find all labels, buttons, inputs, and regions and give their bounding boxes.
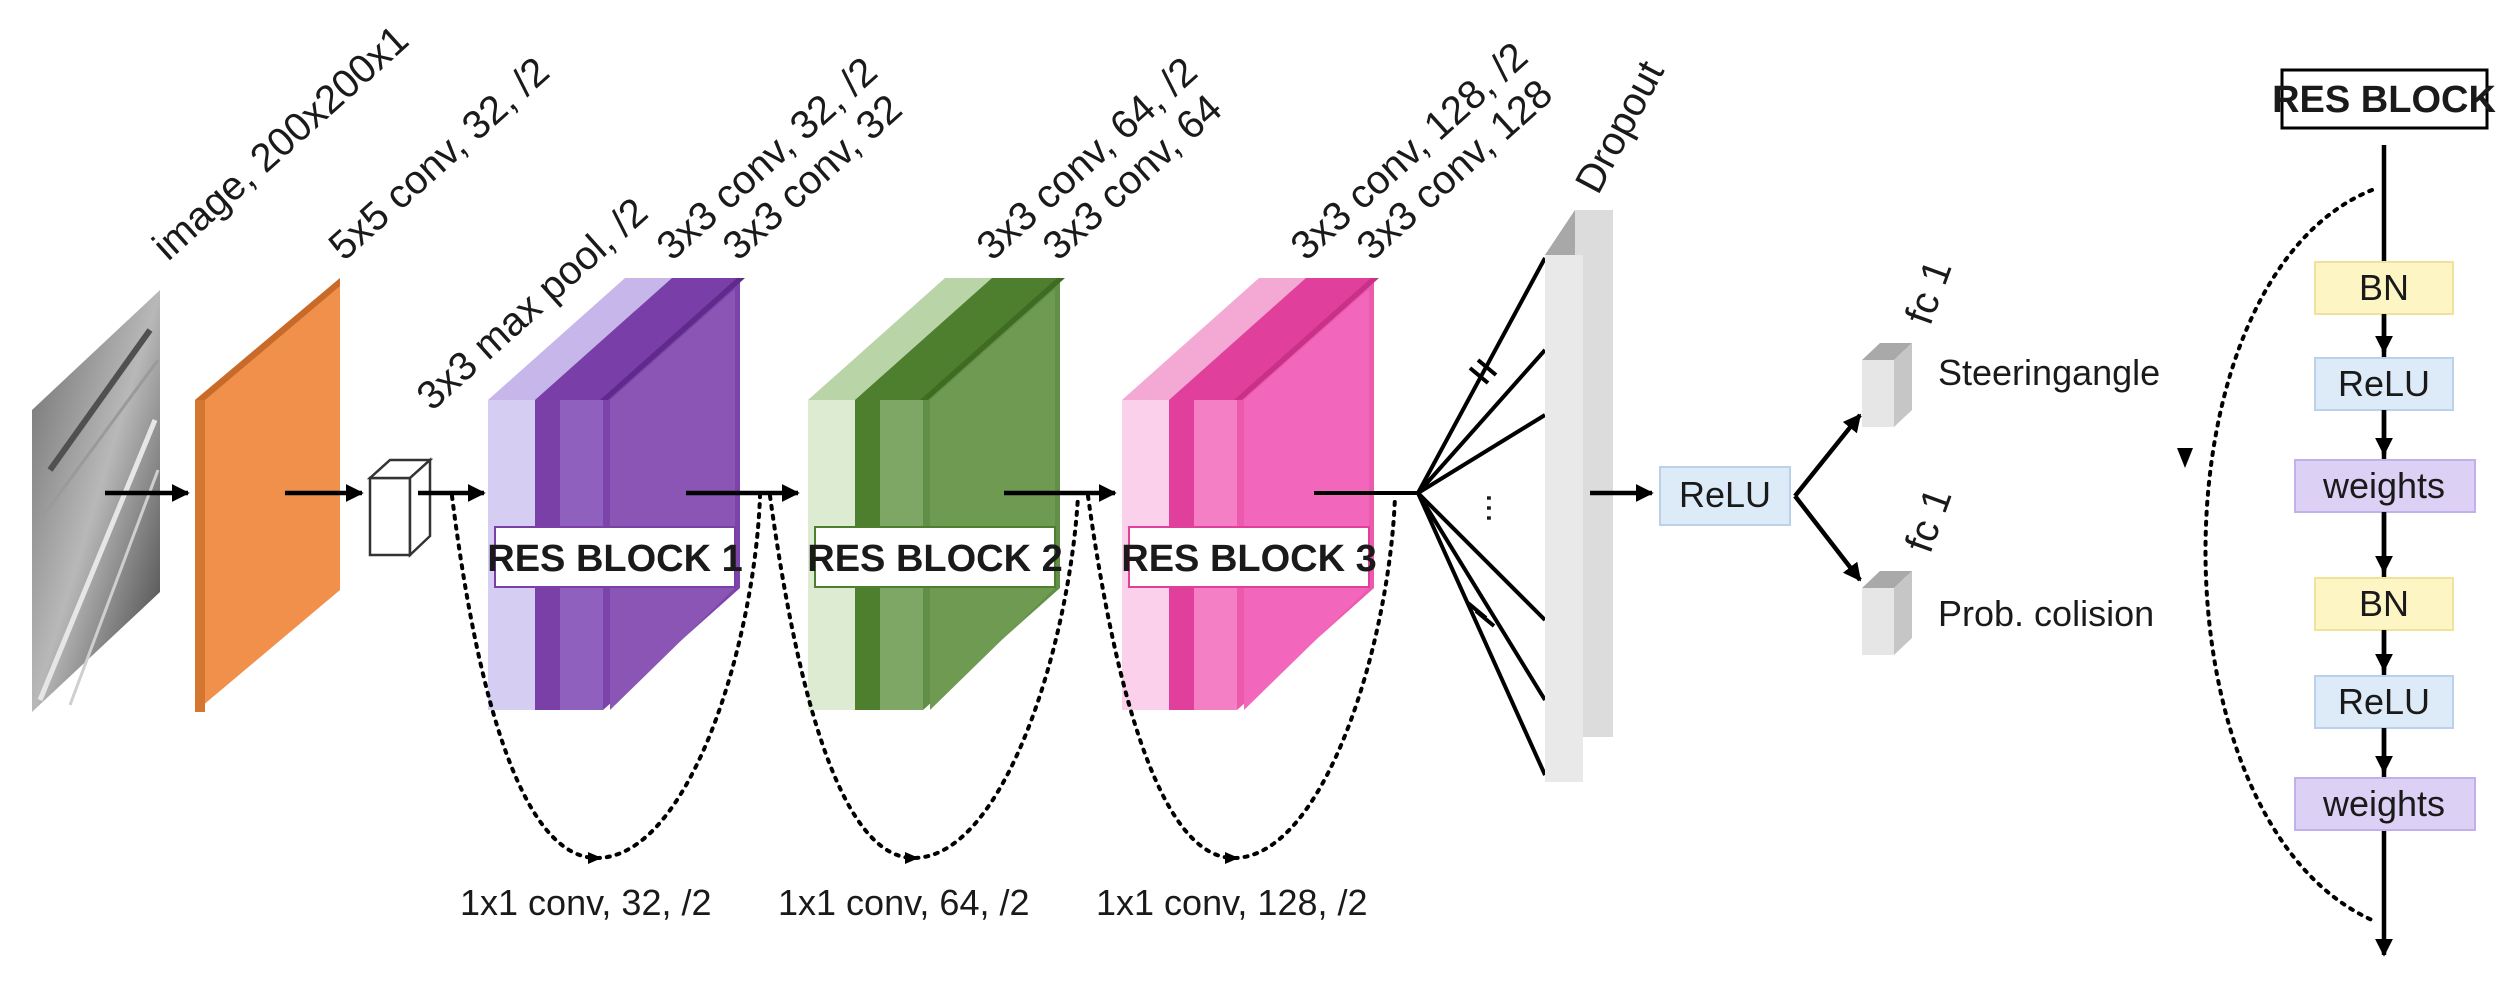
fc-top-layer [1862, 343, 1912, 427]
res-block-3-label-box [1128, 526, 1370, 588]
skip-arrowhead-2 [905, 852, 919, 864]
legend-layer-1: BN [2359, 267, 2409, 308]
fc-bottom-label: fc 1 [1897, 482, 1960, 558]
legend-layer-4: BN [2359, 583, 2409, 624]
legend-layer-2: ReLU [2338, 363, 2430, 404]
collision-label: Prob. colision [1938, 593, 2154, 634]
dropout-connections [1314, 257, 1547, 776]
res-block-2-label-box [814, 526, 1056, 588]
skip-label-3: 1x1 conv, 128, /2 [1096, 882, 1368, 923]
arrow-relu-fc-top [1793, 413, 1862, 498]
legend-relu-1-box [2314, 357, 2454, 411]
legend-title: RES BLOCK [2272, 79, 2496, 121]
conv5-layer [195, 278, 340, 712]
legend-layer-3: weights [2322, 465, 2445, 506]
res-block-2 [808, 278, 1065, 710]
res-block-2-label: RES BLOCK 2 [807, 538, 1062, 580]
skip-connection-3 [1086, 494, 1397, 861]
fc-bottom-layer [1862, 571, 1912, 655]
dropout-label: Dropout [1567, 54, 1673, 200]
dropout-dots: ... [1479, 493, 1520, 523]
skip-label-1: 1x1 conv, 32, /2 [460, 882, 712, 923]
input-image [32, 290, 160, 712]
maxpool-layer [366, 457, 434, 558]
res-block-1-label-box [494, 526, 736, 588]
relu-box [1659, 466, 1791, 526]
legend-layer-6: weights [2322, 783, 2445, 824]
legend-layer-5: ReLU [2338, 681, 2430, 722]
legend-weights-1-box [2294, 459, 2476, 513]
skip-arrowhead-1 [588, 852, 602, 864]
legend-skip-arrowhead [2177, 448, 2193, 468]
legend-skip-connection [2203, 188, 2374, 922]
arrow-relu-fc-bottom [1793, 494, 1862, 582]
skip-label-2: 1x1 conv, 64, /2 [778, 882, 1030, 923]
steering-label: Steeringangle [1938, 352, 2160, 393]
legend-bn-2-box [2314, 577, 2454, 631]
skip-arrowhead-3 [1225, 852, 1239, 864]
legend-weights-2-box [2294, 777, 2476, 831]
fc-top-label: fc 1 [1897, 254, 1960, 330]
legend-title-box [2280, 68, 2489, 130]
relu-label: ReLU [1679, 474, 1771, 515]
skip-connection-2 [768, 494, 1080, 861]
res-block-1-label: RES BLOCK 1 [487, 538, 742, 580]
res-block-3-label: RES BLOCK 3 [1121, 538, 1376, 580]
dropout-layer [1545, 210, 1613, 782]
